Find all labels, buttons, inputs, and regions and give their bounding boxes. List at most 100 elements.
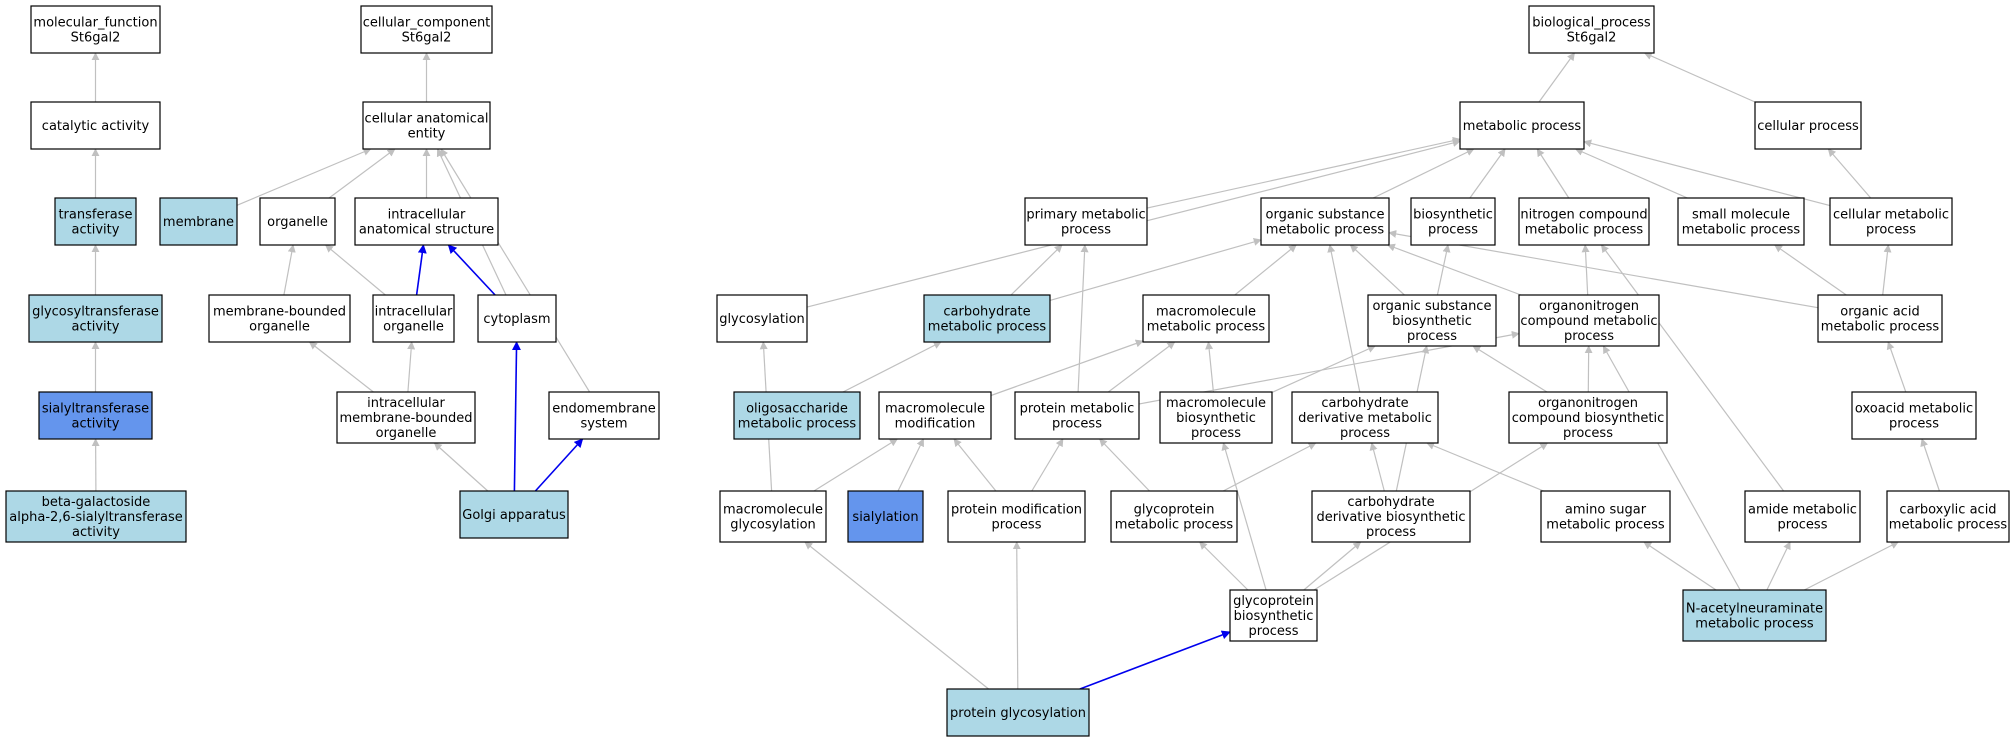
node-label: amino sugar	[1565, 503, 1647, 518]
edge-oncmp-to-osmp	[1386, 243, 1522, 296]
node-glycosyl[interactable]: glycosylation	[716, 294, 808, 343]
node-label: beta-galactoside	[42, 495, 151, 510]
node-pglyc[interactable]: protein glycosylation	[946, 688, 1090, 737]
node-box	[1260, 197, 1390, 246]
node-label: glycoprotein	[1233, 594, 1314, 609]
edge-neu-to-asmp	[1643, 541, 1717, 591]
node-sialyl[interactable]: sialylation	[847, 490, 924, 543]
edge-io-to-ias	[415, 244, 427, 296]
node-box	[923, 294, 1051, 343]
node-cat[interactable]: catalytic activity	[30, 101, 161, 150]
node-label: macromolecule	[885, 402, 985, 417]
node-box	[1682, 589, 1827, 642]
node-box	[1367, 294, 1497, 347]
node-golgi[interactable]: Golgi apparatus	[459, 490, 569, 539]
node-label: glycosylation	[719, 312, 805, 327]
node-box	[1518, 197, 1650, 246]
node-label: compound biosynthetic	[1512, 411, 1665, 426]
node-label: primary metabolic	[1026, 208, 1145, 223]
node-label: St6gal2	[1567, 31, 1617, 46]
node-bgal[interactable]: beta-galactosidealpha-2,6-sialyltransfer…	[5, 490, 187, 543]
edge-camp-to-oxmp	[1920, 438, 1940, 492]
node-memb[interactable]: membrane	[159, 197, 238, 246]
edge-cyto-to-ias	[447, 244, 496, 296]
node-metab[interactable]: metabolic process	[1459, 101, 1585, 150]
edge-io-to-organelle	[324, 244, 386, 296]
edge-neu-to-oncmp	[1602, 345, 1741, 591]
node-cellp[interactable]: cellular process	[1754, 101, 1862, 150]
node-label: sialyltransferase	[42, 402, 149, 417]
edge-neu-to-camp	[1804, 541, 1899, 591]
edge-organelle-to-cae	[328, 148, 396, 199]
edge-asmp-to-cdmp	[1426, 442, 1544, 492]
node-label: organic substance	[1373, 299, 1492, 314]
node-organelle[interactable]: organelle	[259, 197, 336, 246]
node-label: organic substance	[1266, 208, 1385, 223]
node-box	[1459, 101, 1585, 150]
node-label: macromolecule	[1166, 396, 1266, 411]
node-label: St6gal2	[71, 31, 121, 46]
node-label: St6gal2	[402, 31, 452, 46]
node-label: carboxylic acid	[1899, 503, 1996, 518]
node-label: entity	[408, 127, 446, 142]
node-box	[1291, 391, 1439, 444]
node-label: metabolic process	[1546, 518, 1665, 533]
node-label: organonitrogen	[1539, 299, 1639, 314]
node-label: process	[1052, 417, 1102, 432]
node-label: Golgi apparatus	[462, 508, 566, 523]
node-label: protein metabolic	[1020, 402, 1135, 417]
node-cyto[interactable]: cytoplasm	[477, 294, 557, 343]
edge-osbp-to-osmp	[1349, 244, 1405, 296]
edge-macglyc-to-macmod	[813, 438, 898, 492]
edge-cdmp-to-osmp	[1327, 244, 1361, 393]
edge-carbmp-to-pmp	[1010, 244, 1063, 296]
node-box	[459, 490, 569, 539]
node-box	[1159, 391, 1273, 444]
node-box	[362, 101, 491, 150]
node-label: glycoprotein	[1134, 503, 1215, 518]
node-label: metabolic process	[928, 320, 1047, 335]
node-label: activity	[72, 223, 120, 238]
node-label: metabolic process	[1463, 119, 1582, 134]
node-label: metabolic process	[1115, 518, 1234, 533]
